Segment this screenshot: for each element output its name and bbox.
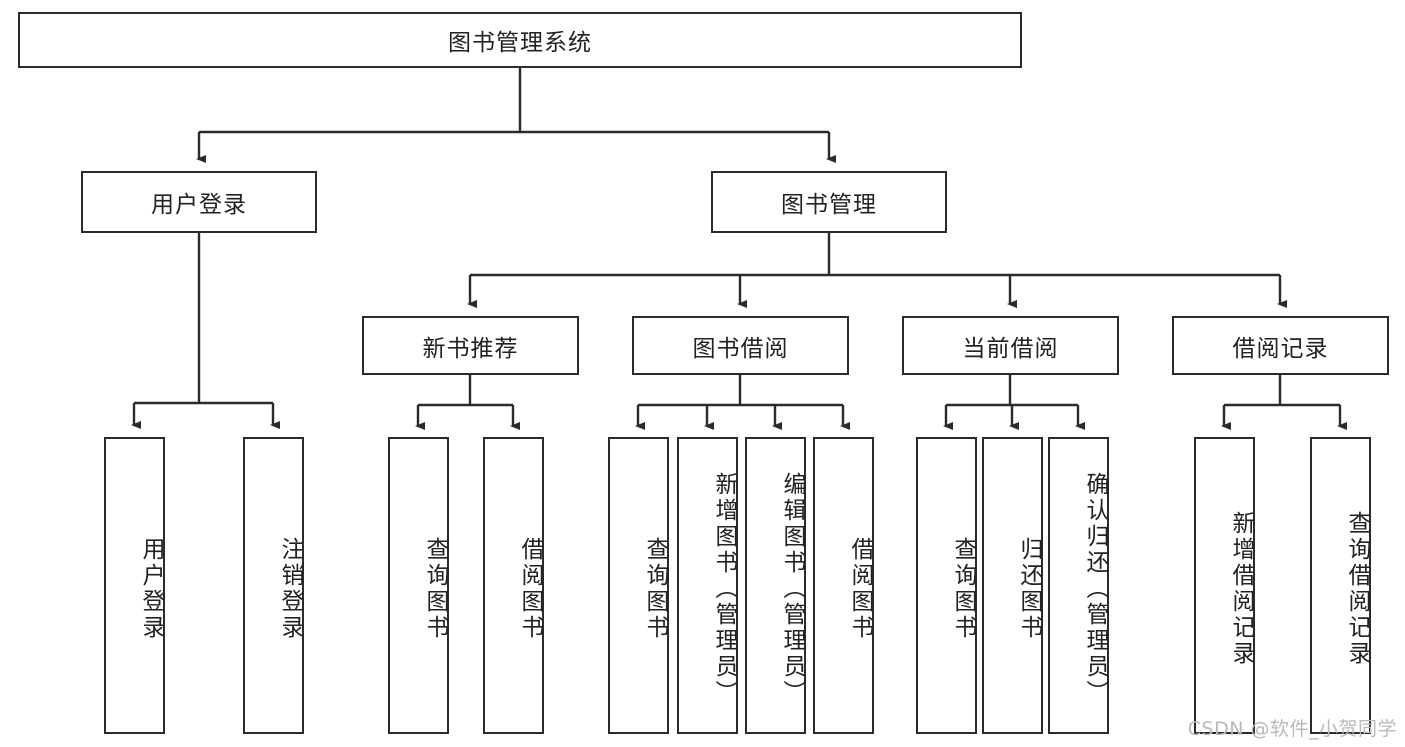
leaf-borrow-book-rec-label: 借阅图书 bbox=[517, 536, 543, 641]
csdn-watermark: CSDN @软件_小贺同学 bbox=[1187, 718, 1397, 740]
leaf-add-borrow-record[interactable]: 新增借阅记录 bbox=[1194, 437, 1255, 734]
leaf-logout-login-label: 注销登录 bbox=[277, 536, 303, 641]
node-user-login[interactable]: 用户登录 bbox=[81, 171, 317, 233]
node-book-borrow-label: 图书借阅 bbox=[692, 335, 789, 362]
node-borrow-records[interactable]: 借阅记录 bbox=[1172, 316, 1389, 375]
leaf-user-login-label: 用户登录 bbox=[138, 536, 164, 641]
leaf-user-login[interactable]: 用户登录 bbox=[104, 437, 165, 734]
leaf-add-borrow-record-label: 新增借阅记录 bbox=[1228, 510, 1254, 667]
leaf-return-book-label: 归还图书 bbox=[1016, 536, 1042, 641]
leaf-query-book-current[interactable]: 查询图书 bbox=[916, 437, 977, 734]
leaf-confirm-return-admin[interactable]: 确认归还（管理员） bbox=[1048, 437, 1109, 734]
node-root-label: 图书管理系统 bbox=[448, 30, 592, 56]
leaf-query-book-borrow[interactable]: 查询图书 bbox=[608, 437, 669, 734]
leaf-confirm-return-admin-label: 确认归还（管理员） bbox=[1082, 471, 1108, 706]
node-current-borrow-label: 当前借阅 bbox=[962, 335, 1059, 362]
node-current-borrow[interactable]: 当前借阅 bbox=[902, 316, 1119, 375]
node-borrow-records-label: 借阅记录 bbox=[1232, 335, 1329, 362]
leaf-query-borrow-record-label: 查询借阅记录 bbox=[1344, 510, 1370, 667]
leaf-borrow-book-label: 借阅图书 bbox=[847, 536, 873, 641]
leaf-return-book[interactable]: 归还图书 bbox=[982, 437, 1043, 734]
leaf-logout-login[interactable]: 注销登录 bbox=[243, 437, 304, 734]
node-book-manage[interactable]: 图书管理 bbox=[711, 171, 947, 233]
leaf-add-book-admin-label: 新增图书（管理员） bbox=[711, 471, 737, 706]
node-book-borrow[interactable]: 图书借阅 bbox=[632, 316, 849, 375]
leaf-borrow-book-rec[interactable]: 借阅图书 bbox=[483, 437, 544, 734]
leaf-borrow-book[interactable]: 借阅图书 bbox=[813, 437, 874, 734]
node-book-manage-label: 图书管理 bbox=[781, 192, 877, 218]
leaf-query-book-current-label: 查询图书 bbox=[950, 536, 976, 641]
leaf-query-book-borrow-label: 查询图书 bbox=[642, 536, 668, 641]
leaf-query-book-rec-label: 查询图书 bbox=[422, 536, 448, 641]
node-user-login-label: 用户登录 bbox=[151, 192, 247, 218]
node-new-book-recommend-label: 新书推荐 bbox=[422, 335, 519, 362]
leaf-edit-book-admin-label: 编辑图书（管理员） bbox=[779, 471, 805, 706]
leaf-edit-book-admin[interactable]: 编辑图书（管理员） bbox=[745, 437, 806, 734]
leaf-query-borrow-record[interactable]: 查询借阅记录 bbox=[1310, 437, 1371, 734]
node-root[interactable]: 图书管理系统 bbox=[18, 12, 1022, 68]
leaf-add-book-admin[interactable]: 新增图书（管理员） bbox=[677, 437, 738, 734]
node-new-book-recommend[interactable]: 新书推荐 bbox=[362, 316, 579, 375]
leaf-query-book-rec[interactable]: 查询图书 bbox=[388, 437, 449, 734]
